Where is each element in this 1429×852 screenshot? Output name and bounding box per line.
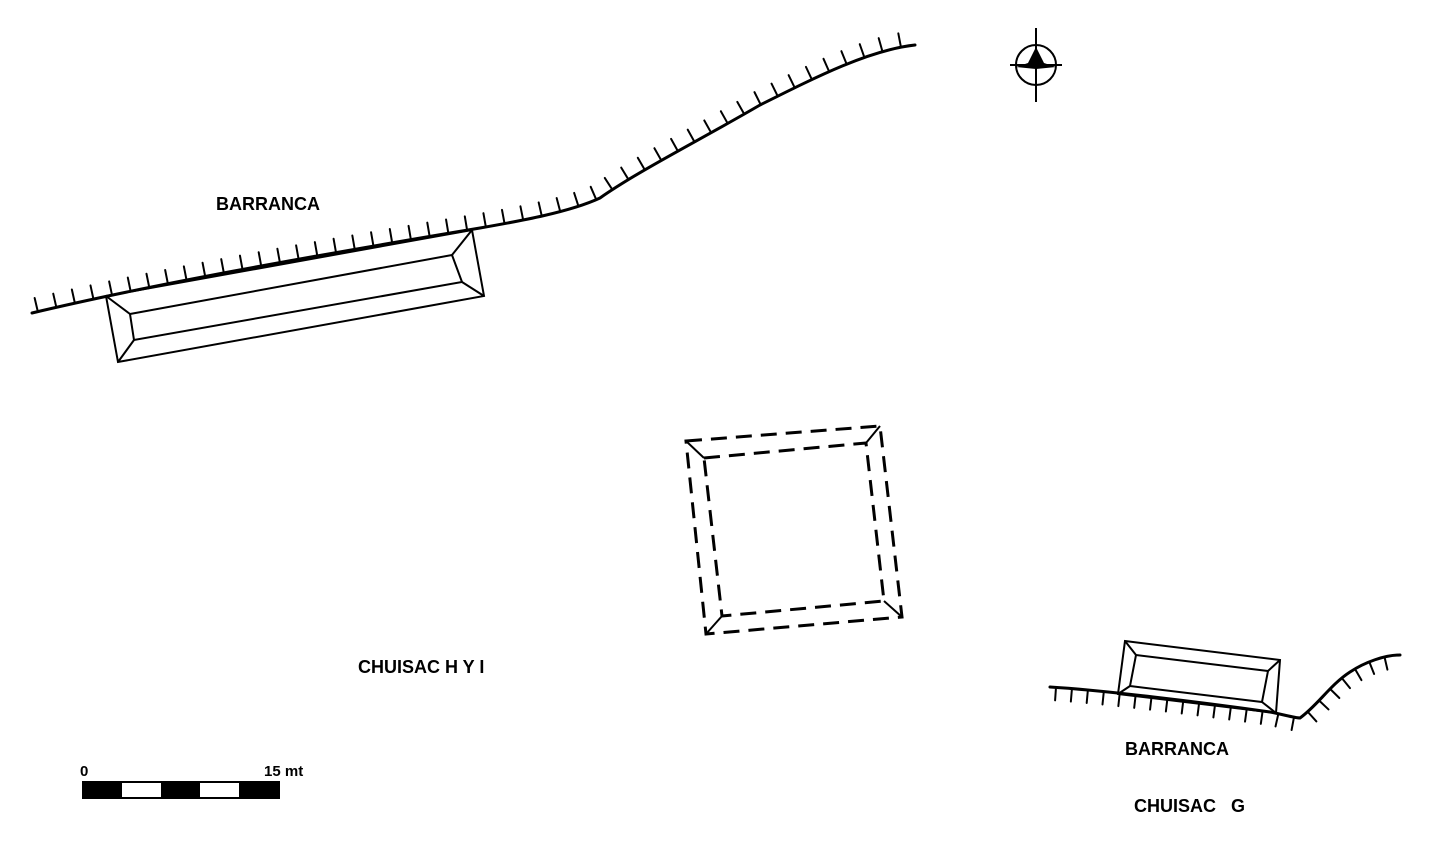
hachure-tick	[1244, 707, 1248, 723]
barranca-north-edge	[30, 32, 917, 315]
hachure-tick	[670, 137, 679, 153]
hachure-tick	[351, 234, 356, 251]
hachure-tick	[537, 201, 543, 218]
hachure-tick	[332, 237, 338, 254]
hachure-tick	[1259, 709, 1264, 725]
hachure-tick	[89, 284, 95, 301]
hachure-tick	[519, 205, 525, 222]
hachure-tick	[770, 82, 779, 98]
hachure-tick	[463, 215, 469, 232]
barranca-north-label: BARRANCA	[216, 194, 320, 214]
scale-bar	[82, 781, 280, 799]
hachure-tick	[313, 241, 319, 257]
hachure-tick	[388, 228, 394, 244]
hachure-tick	[201, 261, 207, 278]
hachure-tick	[500, 208, 506, 225]
hachure-tick	[636, 156, 646, 171]
barranca-south-edge	[1048, 653, 1402, 732]
hachure-tick	[407, 224, 412, 241]
hachure-tick	[555, 197, 562, 213]
hachure-tick	[445, 218, 450, 235]
dashed-square-structure	[684, 424, 904, 636]
hachure-tick	[1306, 710, 1318, 723]
hachure-tick	[52, 292, 58, 309]
hachure-tick	[182, 265, 188, 282]
hachure-tick	[164, 269, 169, 285]
hachure-tick	[1274, 712, 1280, 728]
hachure-tick	[736, 100, 746, 116]
chuisac-hi-label: CHUISAC H Y I	[358, 657, 485, 677]
small-platform-structure	[1116, 639, 1282, 715]
hachure-tick	[719, 110, 729, 125]
hachure-tick	[1228, 705, 1232, 721]
scale-start-label: 0	[80, 763, 89, 780]
hachure-tick	[1340, 677, 1351, 690]
hachure-tick	[877, 37, 884, 53]
long-platform-structure	[104, 228, 486, 364]
hachure-tick	[1069, 687, 1073, 703]
hachure-tick	[33, 296, 39, 313]
hachure-tick	[145, 272, 151, 289]
hachure-tick	[753, 91, 762, 106]
hachure-tick	[1054, 686, 1057, 702]
hachure-tick	[804, 65, 813, 81]
hachure-tick	[126, 276, 132, 293]
scale-end-label: 15 mt	[264, 763, 304, 780]
barranca-south-label: BARRANCA	[1125, 739, 1229, 759]
hachure-tick	[1290, 716, 1295, 732]
hachure-tick	[1329, 687, 1341, 700]
hachure-tick	[840, 50, 848, 66]
hachure-tick	[220, 258, 225, 274]
hachure-tick	[1212, 703, 1217, 719]
hachure-tick	[238, 254, 244, 271]
hachure-tick	[257, 251, 263, 267]
hachure-tick	[1368, 660, 1376, 675]
hachure-tick	[620, 166, 630, 181]
hachure-tick	[370, 231, 375, 248]
compass-rose-icon	[1010, 28, 1062, 102]
hachure-tick	[1318, 699, 1330, 711]
hachure-tick	[703, 119, 713, 134]
hachure-tick	[1383, 655, 1389, 671]
hachure-tick	[1133, 693, 1137, 709]
hachure-tick	[603, 176, 614, 191]
hachure-tick	[1353, 667, 1363, 682]
hachure-tick	[1101, 690, 1105, 706]
chuisac-g-label: CHUISAC G	[1134, 796, 1246, 816]
hachure-tick	[1117, 692, 1121, 708]
hachure-tick	[589, 185, 598, 201]
hachure-tick	[70, 288, 76, 305]
hachure-tick	[787, 74, 796, 89]
hachure-tick	[897, 32, 902, 49]
hachure-tick	[653, 147, 663, 162]
hachure-tick	[822, 57, 831, 73]
hachure-tick	[295, 244, 300, 261]
hachure-tick	[426, 221, 431, 238]
hachure-tick	[573, 191, 580, 208]
hachure-tick	[858, 43, 866, 59]
hachure-tick	[276, 247, 281, 264]
hachure-tick	[686, 128, 696, 143]
hachure-tick	[482, 212, 487, 228]
hachure-tick	[1085, 689, 1089, 704]
hachure-tick	[108, 280, 114, 297]
